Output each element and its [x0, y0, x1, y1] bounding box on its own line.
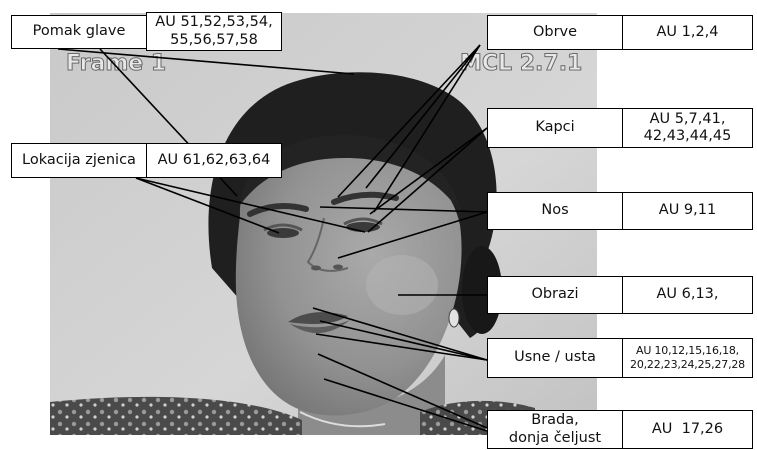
frame-overlay-text: Frame 1 [66, 51, 166, 76]
right-eyebrow [331, 191, 399, 205]
leader-line-nose [337, 211, 488, 259]
callout-label: Lokacija zjenica [22, 151, 136, 168]
nose-au-box: AU 9,11 [622, 192, 753, 230]
nose-label-box: Nos [487, 192, 623, 230]
head-movement-label-box: Pomak glave [11, 15, 147, 49]
left-eyebrow [247, 202, 309, 217]
shirt-left [50, 396, 302, 435]
leader-line-nose [319, 206, 488, 213]
leader-line-eyebrows [365, 44, 481, 189]
callout-label: Pomak glave [32, 23, 126, 40]
lips-mouth-label-box: Usne / usta [487, 338, 623, 378]
callout-au-line: AU 10,12,15,16,18, [636, 343, 739, 357]
right-nostril [333, 264, 343, 270]
callout-label: Usne / usta [514, 349, 596, 366]
chin-jaw-label-box: Brada, donja čeljust [487, 410, 623, 449]
pupil-location-label-box: Lokacija zjenica [11, 143, 147, 178]
callout-label: donja čeljust [508, 429, 602, 446]
nose [306, 217, 349, 272]
leader-line-chin [323, 378, 488, 432]
code-overlay-text: MCL 2.7.1 [460, 51, 582, 76]
left-eye [267, 228, 299, 238]
callout-label: Obrazi [531, 286, 579, 303]
callout-au-line: 42,43,44,45 [643, 128, 732, 144]
callout-au-line: 55,56,57,58 [170, 31, 258, 48]
leader-line-eyebrows [337, 44, 481, 198]
callout-label: Brada, [531, 412, 579, 429]
leader-line-pupil-location [135, 177, 366, 233]
eyebrows-au-box: AU 1,2,4 [622, 15, 753, 50]
necklace [299, 411, 386, 428]
leader-line-eyebrows [373, 44, 481, 213]
callout-label: Kapci [535, 119, 575, 136]
lips-mouth-au-box: AU 10,12,15,16,18, 20,22,23,24,25,27,28 [622, 338, 753, 378]
cheek-highlight [366, 255, 438, 315]
pupil-location-au-box: AU 61,62,63,64 [146, 143, 282, 178]
leader-line-head-movement [57, 48, 355, 75]
leader-line-lips [319, 320, 488, 361]
leader-line-eyelids [369, 127, 488, 215]
callout-label: Obrve [532, 23, 578, 40]
lower-lip [290, 320, 350, 334]
cheeks-label-box: Obrazi [487, 276, 623, 314]
earring [448, 308, 460, 328]
callout-au-line: AU 6,13, [656, 286, 719, 303]
hair-fringe [240, 135, 462, 215]
callout-au-line: AU 1,2,4 [656, 23, 719, 40]
callout-au-line: 20,22,23,24,25,27,28 [630, 358, 745, 371]
leader-line-pupil-location [135, 177, 280, 234]
leader-line-eyelids [367, 127, 488, 233]
eyelids-au-box: AU 5,7,41, 42,43,44,45 [622, 108, 753, 148]
leader-line-lips [315, 333, 488, 361]
leader-line-chin [317, 353, 488, 429]
cheeks-au-box: AU 6,13, [622, 276, 753, 314]
callout-label: Nos [541, 202, 569, 219]
callout-au-line: AU 5,7,41, [649, 110, 726, 127]
callout-au-line: AU 17,26 [651, 420, 724, 437]
eyelids-label-box: Kapci [487, 108, 623, 148]
head-movement-au-box: AU 51,52,53,54, 55,56,57,58 [146, 12, 282, 51]
callout-au-line: AU 51,52,53,54, [155, 14, 273, 31]
eyebrows-label-box: Obrve [487, 15, 623, 50]
leader-line-lips [312, 307, 488, 361]
callout-au-line: AU 9,11 [658, 202, 717, 219]
callout-au-line: AU 61,62,63,64 [157, 151, 271, 168]
left-nostril [311, 265, 321, 271]
chin-jaw-au-box: AU 17,26 [622, 410, 753, 449]
upper-lip [288, 312, 348, 324]
